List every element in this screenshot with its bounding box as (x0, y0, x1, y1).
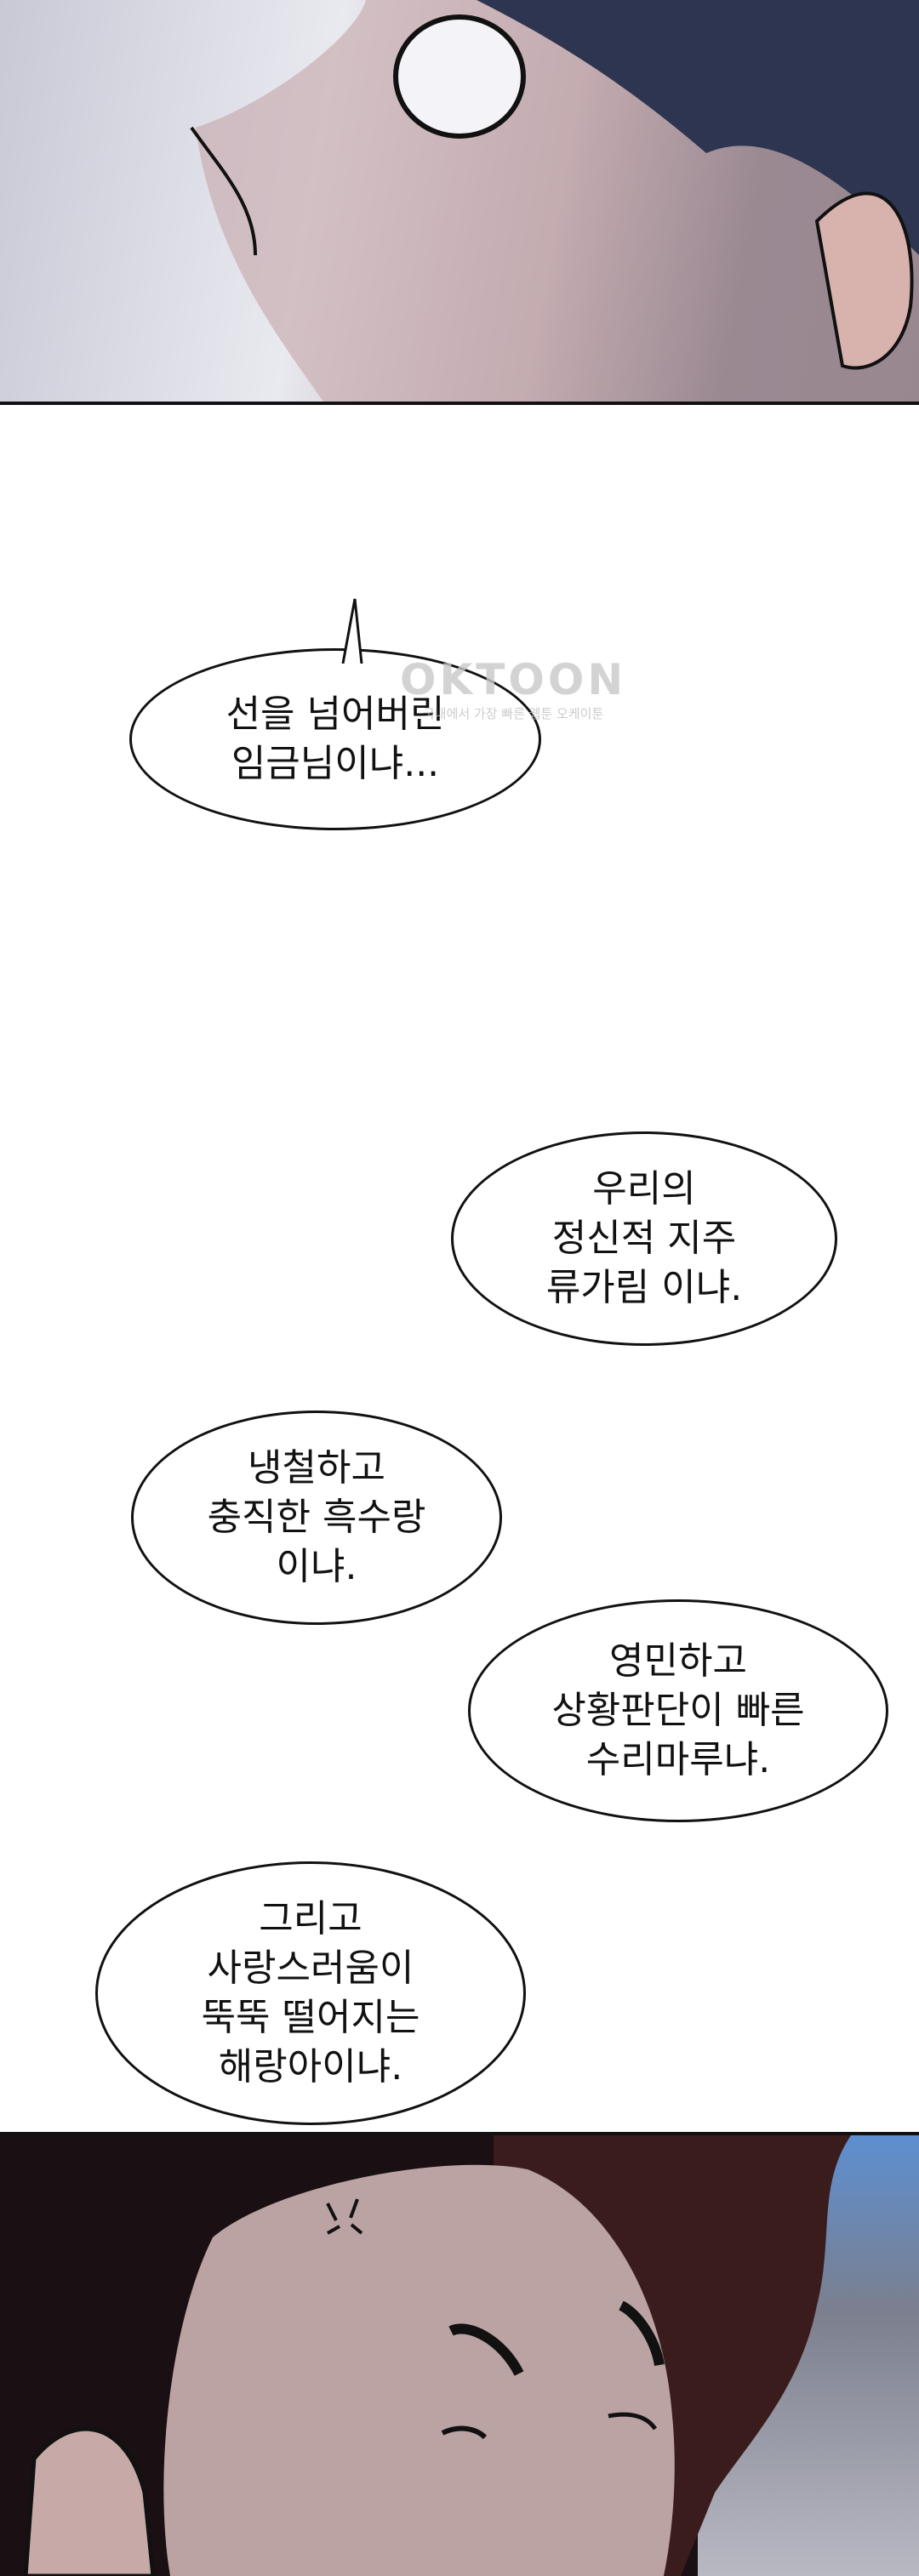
bubble-text-line: 임금님이냐... (231, 742, 440, 785)
speech-bubble-1: 선을 넘어버린 임금님이냐... (129, 648, 541, 830)
bubble-text-line: 우리의 (592, 1167, 696, 1211)
bubble-text-line: 수리마루냐. (585, 1738, 771, 1781)
bubble-text-line: 냉철하고 (248, 1446, 385, 1490)
speech-bubble-4: 영민하고 상황판단이 빠른 수리마루냐. (468, 1599, 888, 1822)
bubble-text-line: 사랑스러움이 (207, 1946, 414, 1990)
bubble-text-line: 선을 넘어버린 (225, 692, 445, 736)
speech-bubble-5: 그리고 사랑스러움이 뚝뚝 떨어지는 해랑아이냐. (95, 1861, 526, 2125)
watermark-tagline: 국내에서 가장 빠른 웹툰 오케이툰 (422, 706, 604, 721)
speech-bubble-tail (341, 598, 363, 664)
bubble-text-line: 류가림 이냐. (545, 1266, 743, 1309)
bubble-text-line: 뚝뚝 떨어지는 (201, 1996, 420, 2039)
angry-character-face (23, 2135, 919, 2576)
bubble-text-line: 그리고 (259, 1897, 362, 1941)
top-comic-panel (0, 0, 919, 405)
bubble-text-line: 상황판단이 빠른 (551, 1689, 805, 1732)
watermark-logo: OKTOON (400, 655, 627, 704)
bubble-text-line: 이냐. (276, 1545, 357, 1588)
bubble-text-line: 해랑아이냐. (218, 2045, 403, 2089)
bubble-text-line: 영민하고 (609, 1639, 747, 1683)
character-face-closeup (0, 0, 919, 402)
speech-bubble-3: 냉철하고 충직한 흑수랑 이냐. (131, 1411, 502, 1625)
bottom-comic-panel (0, 2132, 919, 2576)
bubble-text-line: 충직한 흑수랑 (207, 1496, 426, 1539)
oktoon-watermark: OKTOON 국내에서 가장 빠른 웹툰 오케이툰 (400, 655, 626, 722)
speech-bubble-2: 우리의 정신적 지주 류가림 이냐. (451, 1131, 837, 1346)
bubble-text-line: 정신적 지주 (551, 1217, 737, 1260)
